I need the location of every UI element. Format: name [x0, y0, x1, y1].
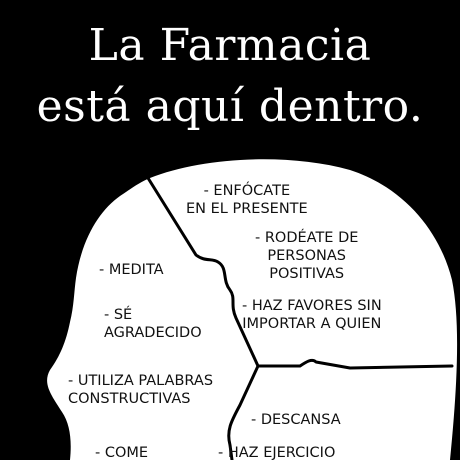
title-line-1: La Farmacia: [88, 20, 372, 71]
tip-medita: - MEDITA: [99, 262, 164, 278]
tip-favores: - HAZ FAVORES SIN IMPORTAR A QUIEN: [242, 298, 382, 332]
tip-descansa: - DESCANSA: [251, 412, 341, 428]
tip-rodeate: - RODÉATE DE PERSONAS POSITIVAS: [255, 230, 359, 282]
tip-palabras: - UTILIZA PALABRAS CONSTRUCTIVAS: [68, 373, 214, 407]
tip-agradecido: - SÉ AGRADECIDO: [104, 307, 202, 341]
head-silhouette: [47, 159, 458, 460]
seam-middle: [256, 358, 454, 370]
title-line-2: está aquí dentro.: [36, 81, 424, 132]
tip-enfocate: - ENFÓCATE EN EL PRESENTE: [186, 183, 308, 217]
tip-come: - COME: [95, 445, 149, 460]
seam-bottom: [227, 364, 260, 460]
tip-ejercicio: - HAZ EJERCICIO: [218, 445, 336, 460]
puzzle-seams: [146, 176, 454, 460]
seam-top: [146, 176, 260, 368]
